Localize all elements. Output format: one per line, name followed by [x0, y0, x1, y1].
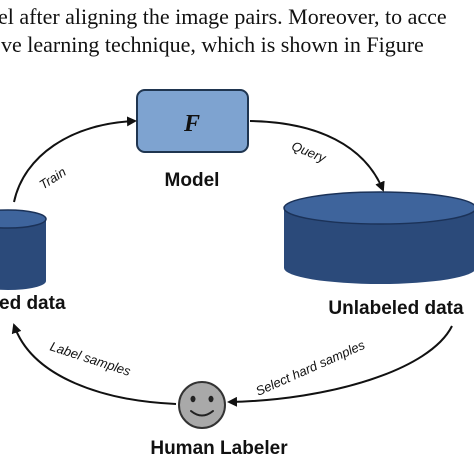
- labeled-data-cylinder: [0, 209, 47, 290]
- human-labeler-label: Human Labeler: [150, 438, 288, 459]
- label-samples-arrow: [11, 323, 177, 405]
- query-arrow: [249, 120, 385, 192]
- label-samples-edge-label: Label samples: [48, 339, 133, 379]
- train-arrow: [13, 116, 137, 203]
- select-hard-samples-arrow: [227, 325, 453, 407]
- query-edge-label: Query: [289, 138, 329, 166]
- model-symbol: F: [183, 111, 200, 137]
- human-labeler-face-icon: [178, 381, 226, 429]
- labeled-data-label: ed data: [0, 293, 66, 314]
- unlabeled-data-label: Unlabeled data: [328, 298, 464, 319]
- model-box: [136, 89, 249, 153]
- train-edge-label: Train: [36, 164, 68, 192]
- model-node: F: [136, 89, 249, 153]
- caption-line-1: el after aligning the image pairs. Moreo…: [0, 4, 447, 29]
- unlabeled-data-cylinder: [283, 191, 474, 284]
- model-label: Model: [165, 170, 220, 191]
- select-hard-samples-edge-label: Select hard samples: [253, 337, 367, 399]
- caption-line-2: ve learning technique, which is shown in…: [1, 32, 424, 57]
